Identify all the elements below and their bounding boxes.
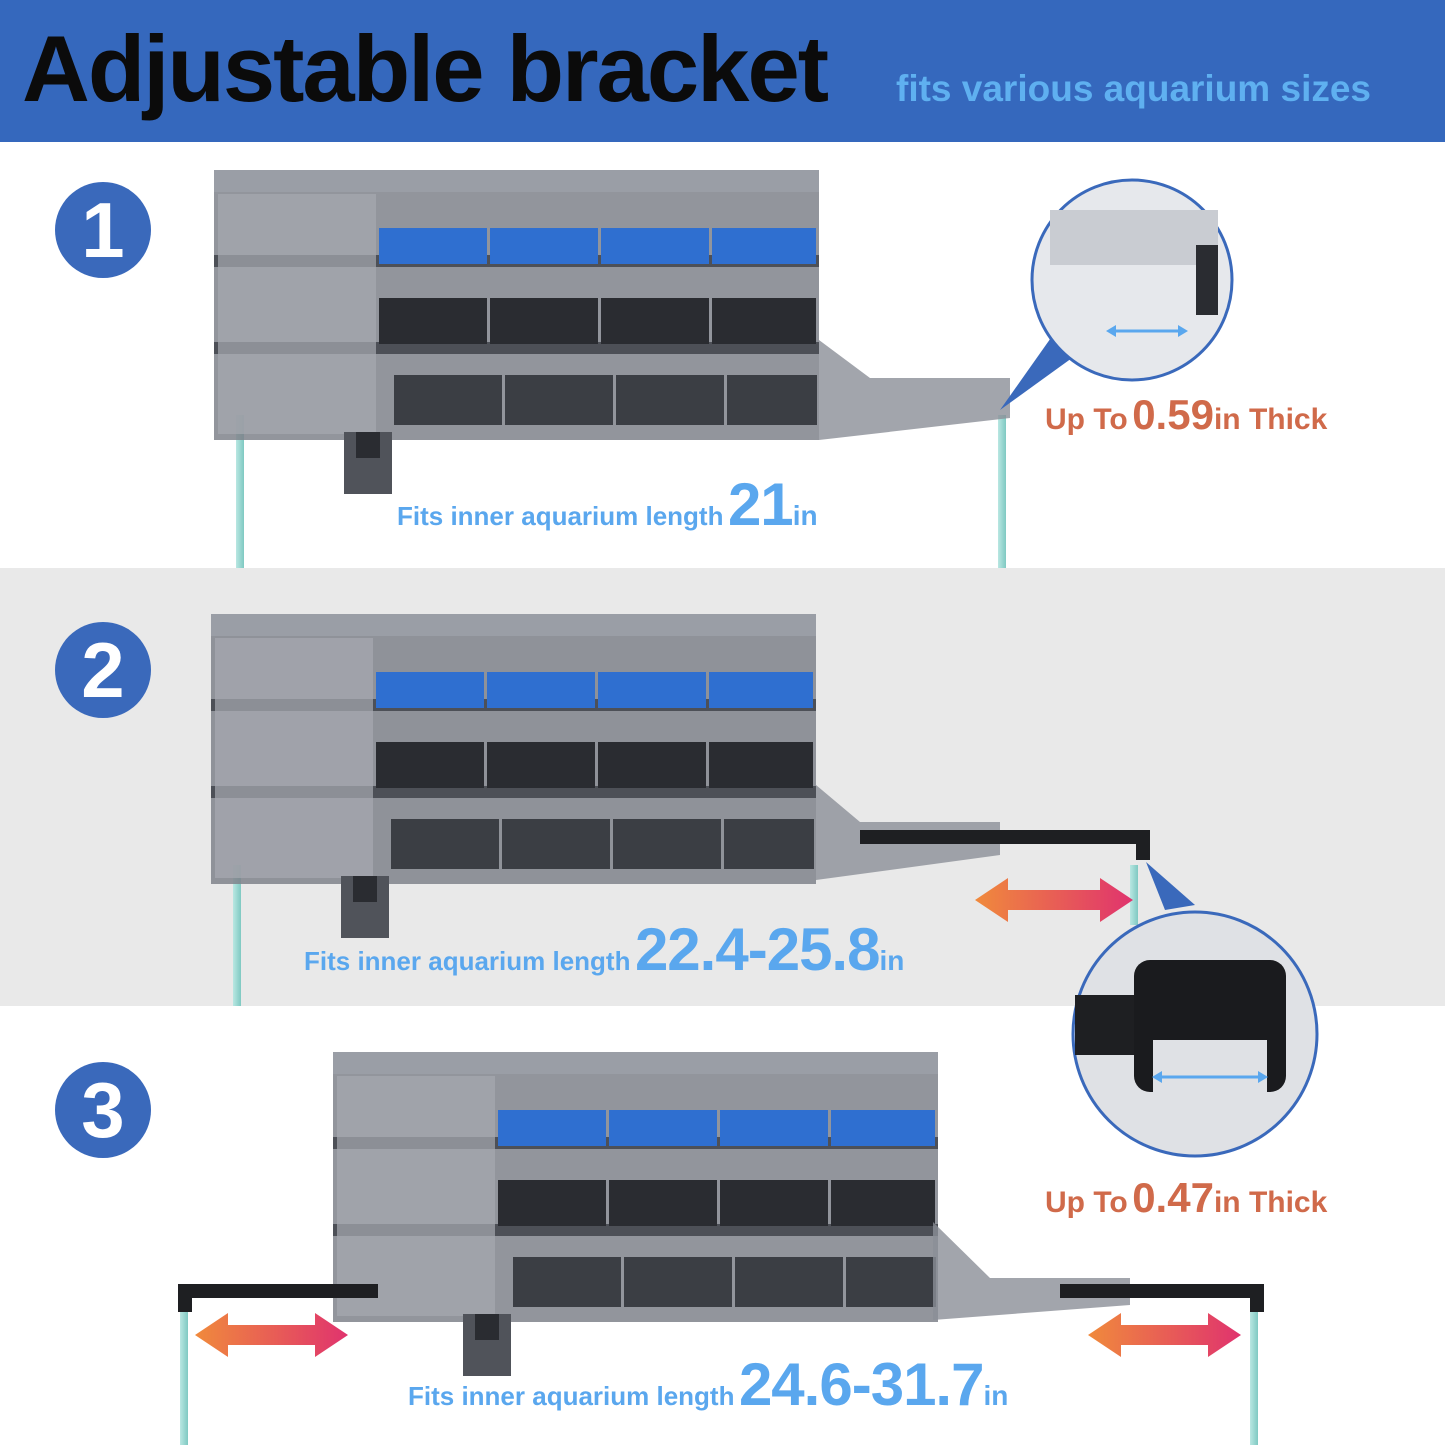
step-3-thickness-prefix: Up To xyxy=(1045,1186,1128,1219)
step-3-fits-value: 24.6-31.7 xyxy=(738,1351,985,1418)
step-1-fits-label: Fits inner aquarium length 21in xyxy=(397,475,818,535)
step-1-thickness-suffix: in Thick xyxy=(1213,403,1328,436)
step-1-fits-prefix: Fits inner aquarium length xyxy=(397,501,724,531)
tank-wall-right-1 xyxy=(998,415,1006,568)
callout-2-measure-head-left xyxy=(1152,1071,1162,1083)
filter-unit-2 xyxy=(211,614,816,938)
extension-bracket-2-end xyxy=(1136,830,1150,860)
page-subtitle: fits various aquarium sizes xyxy=(896,68,1372,109)
callout-pointer-2 xyxy=(1146,862,1195,910)
step-3-thickness-value: 0.47 xyxy=(1132,1174,1214,1221)
double-arrow-icon-2 xyxy=(975,878,1133,922)
extension-bracket-3-left-end xyxy=(178,1284,192,1312)
step-2-badge: 2 xyxy=(55,622,151,718)
step-2-fits-unit: in xyxy=(879,945,905,976)
tank-wall-left-2 xyxy=(233,865,241,1006)
step-1-thickness-prefix: Up To xyxy=(1045,403,1128,436)
step-1-fits-value: 21 xyxy=(727,471,794,538)
step-2-fits-value: 22.4-25.8 xyxy=(634,916,881,983)
tank-wall-right-3 xyxy=(1250,1300,1258,1445)
header-banner: Adjustable bracket fits various aquarium… xyxy=(0,0,1445,142)
callout-1-edge xyxy=(1050,210,1218,265)
filter-spout-3 xyxy=(933,1222,1130,1320)
double-arrow-icon-3-left xyxy=(195,1313,348,1357)
step-1-thickness-value: 0.59 xyxy=(1132,391,1214,438)
step-3-fits-unit: in xyxy=(983,1380,1009,1411)
page-title: Adjustable bracket xyxy=(22,16,829,121)
step-3-thickness-label: Up To 0.47in Thick xyxy=(1045,1177,1327,1219)
filter-spout-1 xyxy=(819,340,1010,440)
double-arrow-icon-3-right xyxy=(1088,1313,1241,1357)
step-1-badge: 1 xyxy=(55,182,151,278)
step-2-fits-prefix: Fits inner aquarium length xyxy=(304,946,631,976)
callout-1-measure-head-left xyxy=(1106,325,1116,337)
tank-wall-left-3 xyxy=(180,1300,188,1445)
extension-bracket-3-left xyxy=(178,1284,378,1298)
step-3-thickness-suffix: in Thick xyxy=(1213,1186,1328,1219)
callout-2-clip-gap xyxy=(1153,1040,1267,1100)
extension-bracket-2 xyxy=(860,830,1150,844)
callout-1-lip xyxy=(1196,245,1218,315)
callout-2-measure-head-right xyxy=(1258,1071,1268,1083)
tank-wall-right-2 xyxy=(1130,865,1138,925)
step-1-thickness-label: Up To 0.59in Thick xyxy=(1045,394,1327,436)
step-3-fits-label: Fits inner aquarium length 24.6-31.7in xyxy=(408,1355,1008,1415)
callout-1-measure-head-right xyxy=(1178,325,1188,337)
filter-unit-3 xyxy=(333,1052,938,1376)
tank-wall-left-1 xyxy=(236,415,244,568)
filter-unit-1 xyxy=(214,170,819,494)
extension-bracket-3-right xyxy=(1060,1284,1264,1298)
step-3-badge: 3 xyxy=(55,1062,151,1158)
step-3-fits-prefix: Fits inner aquarium length xyxy=(408,1381,735,1411)
extension-bracket-3-right-end xyxy=(1250,1284,1264,1312)
step-1-fits-unit: in xyxy=(792,500,818,531)
step-2-fits-label: Fits inner aquarium length 22.4-25.8in xyxy=(304,920,904,980)
